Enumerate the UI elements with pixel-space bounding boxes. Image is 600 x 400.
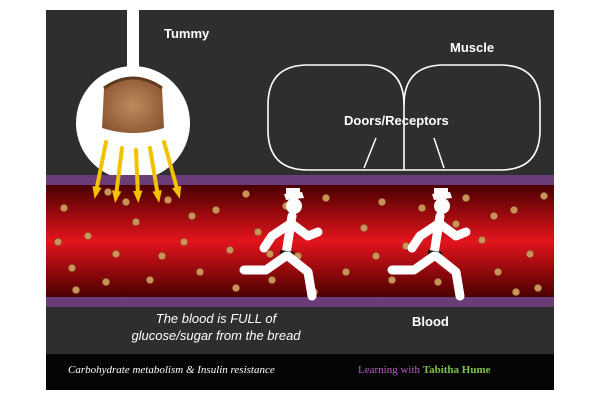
glucose-dot-icon [84,232,92,240]
glucose-dot-icon [146,276,154,284]
doors-pointer-right [433,137,445,169]
doors-label: Doors/Receptors [344,113,449,128]
muscle-label: Muscle [450,40,495,55]
running-man-icon [239,188,323,301]
glucose-dot-icon [164,196,172,204]
diagram-slide: Tummy Muscle Doors/Receptors Blood The b… [46,10,554,390]
glucose-dot-icon [72,286,80,294]
arrow-icon [92,140,108,199]
glucose-dot-icon [494,268,502,276]
footer-author: Tabitha Hume [422,364,491,376]
running-man-icon [387,188,471,301]
doors-pointer-left [363,137,377,169]
glucose-dot-icon [158,252,166,260]
glucose-dot-icon [196,268,204,276]
glucose-dot-icon [104,188,112,196]
arrow-icon [148,146,162,203]
glucose-dot-icon [418,204,426,212]
bread-icon [102,76,164,133]
glucose-dot-icon [102,278,110,286]
glucose-dot-icon [490,212,498,220]
blood-label: Blood [412,314,449,329]
glucose-dot-icon [68,264,76,272]
caption: The blood is FULL of glucose/sugar from … [66,310,366,344]
glucose-dot-icon [434,278,442,286]
footer-bar: Carbohydrate metabolism & Insulin resist… [46,354,554,390]
glucose-dot-icon [188,212,196,220]
glucose-dot-icon [112,250,120,258]
tummy-label: Tummy [164,26,210,41]
glucose-dot-icon [378,198,386,206]
glucose-dot-icon [180,238,188,246]
arrow-icon [133,148,143,203]
glucose-dot-icon [388,276,396,284]
glucose-dot-icon [478,236,486,244]
vessel-wall-top [46,175,554,185]
glucose-dot-icon [322,194,330,202]
glucose-dot-icon [254,228,262,236]
glucose-dot-icon [452,220,460,228]
glucose-dot-icon [342,268,350,276]
footer-brand: Learning with [358,364,421,376]
caption-line-1: The blood is FULL of [155,311,277,326]
glucose-dots [54,188,548,296]
caption-line-2: glucose/sugar from the bread [131,328,301,343]
footer-title: Carbohydrate metabolism & Insulin resist… [68,364,275,376]
arrow-icon [111,146,124,203]
glucose-dot-icon [510,206,518,214]
glucose-dot-icon [132,218,140,226]
diagram-scene [46,10,554,307]
footer-credit: Learning with Tabitha Hume [358,364,491,376]
glucose-dot-icon [268,276,276,284]
glucose-dot-icon [512,288,520,296]
glucose-arrows [92,140,182,203]
glucose-dot-icon [122,198,130,206]
insulin-runners [239,188,471,301]
muscle-cell [267,64,541,171]
esophagus-tube [127,10,139,68]
glucose-dot-icon [526,250,534,258]
glucose-dot-icon [540,192,548,200]
vessel-wall-bottom [46,297,554,307]
glucose-dot-icon [534,284,542,292]
arrow-icon [162,140,182,199]
glucose-dot-icon [60,204,68,212]
glucose-dot-icon [266,250,274,258]
glucose-dot-icon [232,284,240,292]
glucose-dot-icon [462,194,470,202]
glucose-dot-icon [54,238,62,246]
glucose-dot-icon [372,252,380,260]
glucose-dot-icon [360,224,368,232]
glucose-dot-icon [242,190,250,198]
glucose-dot-icon [212,206,220,214]
glucose-dot-icon [226,246,234,254]
